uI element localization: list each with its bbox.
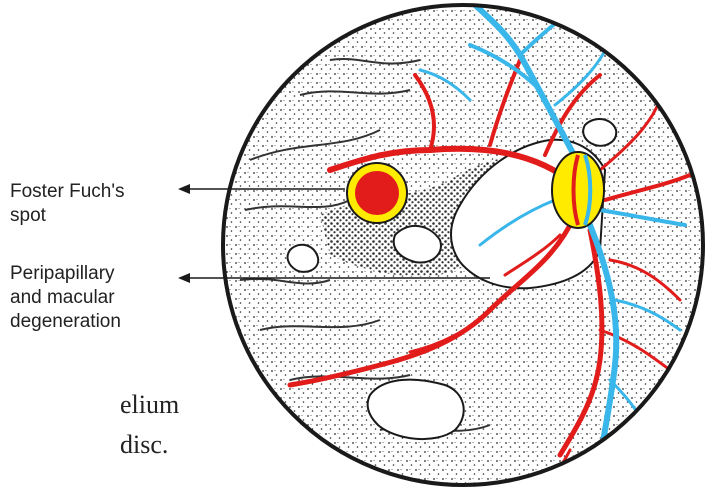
fundus-outline xyxy=(221,3,705,487)
atrophy-patch-1 xyxy=(392,225,442,264)
pointer-foster-fuchs xyxy=(178,184,345,194)
optic-disc xyxy=(551,151,605,229)
atrophy-patch-2 xyxy=(286,243,320,273)
retinal-arteries xyxy=(287,58,692,485)
atrophy-patch-3 xyxy=(366,378,465,441)
retinal-veins xyxy=(418,5,687,485)
label-foster-fuchs-spot: Foster Fuch's spot xyxy=(10,181,125,226)
pointer-peripapillary xyxy=(178,273,490,283)
text-fragment-2: disc. xyxy=(120,430,169,459)
atrophy-patch-4 xyxy=(582,118,618,147)
foster-fuchs-spot xyxy=(346,162,408,224)
text-fragment-1: elium xyxy=(120,390,180,419)
label-peripapillary-degeneration: Peripapillary and macular degeneration xyxy=(10,263,121,332)
